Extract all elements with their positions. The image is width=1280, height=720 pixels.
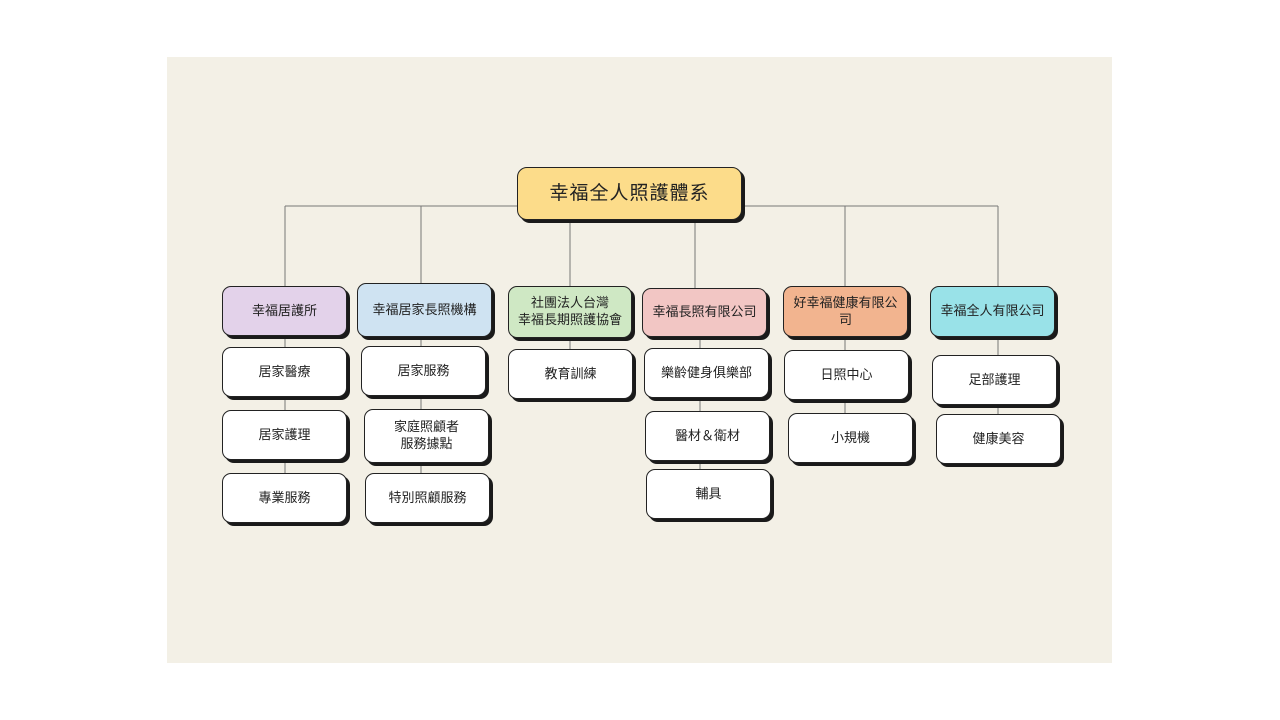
branch-node-4: 幸福長照有限公司 (642, 288, 767, 337)
child-node-2-2: 家庭照顧者 服務據點 (364, 409, 489, 463)
child-node-6-1: 足部護理 (932, 355, 1057, 405)
child-node-3-1: 教育訓練 (508, 349, 633, 399)
child-node-2-3: 特別照顧服務 (365, 473, 490, 523)
child-node-6-2: 健康美容 (936, 414, 1061, 464)
branch-node-6: 幸福全人有限公司 (930, 286, 1055, 337)
child-node-1-1: 居家醫療 (222, 347, 347, 397)
branch-node-5: 好幸福健康有限公 司 (783, 286, 908, 337)
child-node-4-2: 醫材＆衛材 (645, 411, 770, 461)
child-node-2-1: 居家服務 (361, 346, 486, 396)
branch-node-1: 幸福居護所 (222, 286, 347, 336)
branch-node-3: 社團法人台灣 幸福長期照護協會 (508, 286, 632, 338)
child-node-5-2: 小規機 (788, 413, 913, 463)
branch-node-2: 幸福居家長照機構 (357, 283, 492, 337)
child-node-5-1: 日照中心 (784, 350, 909, 400)
child-node-1-3: 專業服務 (222, 473, 347, 523)
child-node-1-2: 居家護理 (222, 410, 347, 460)
child-node-4-1: 樂齡健身俱樂部 (644, 348, 769, 398)
child-node-4-3: 輔具 (646, 469, 771, 519)
root-node: 幸福全人照護體系 (517, 167, 742, 220)
